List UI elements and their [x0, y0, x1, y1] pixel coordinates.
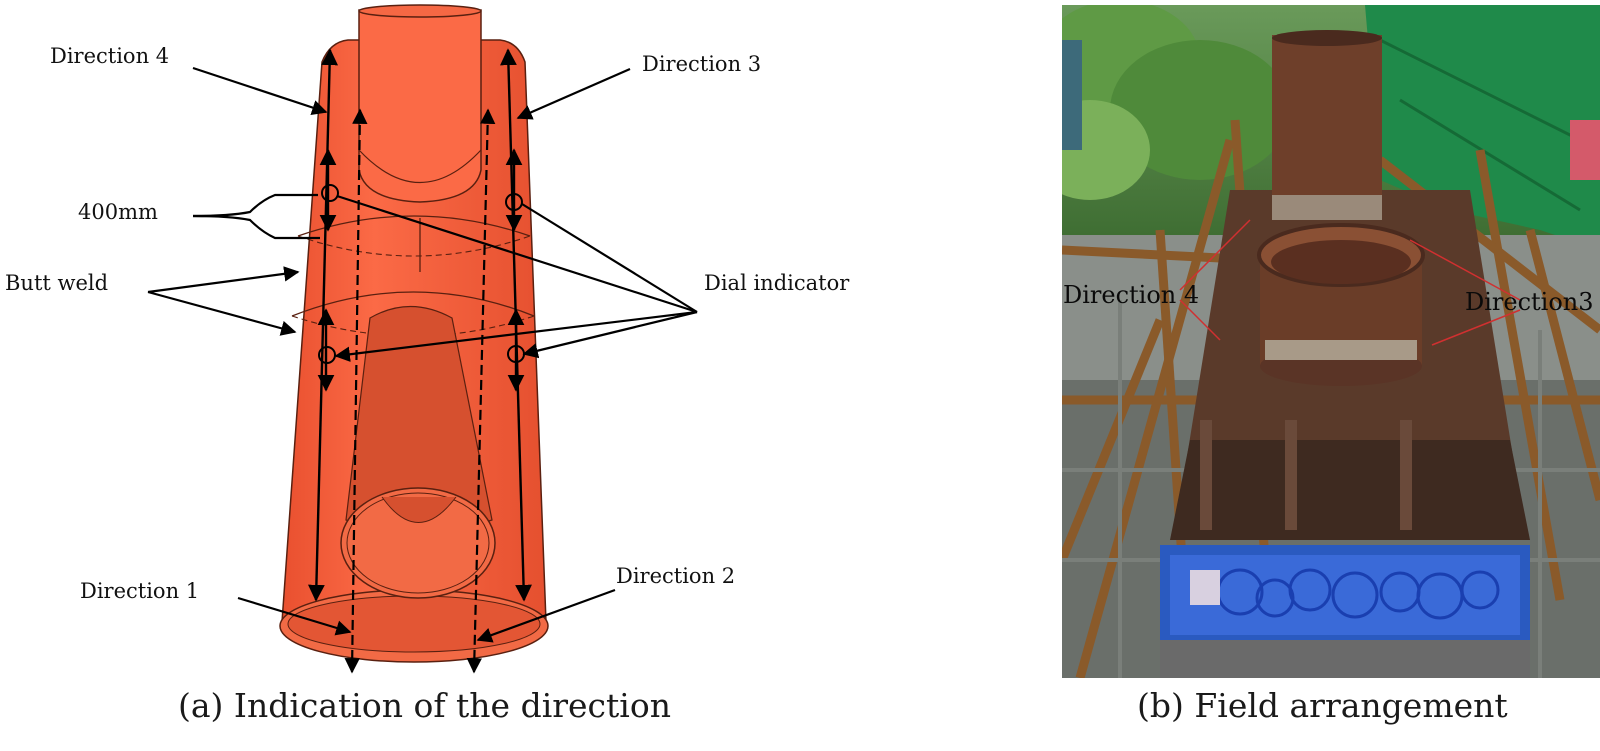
- panel-a-schematic: Direction 4 Direction 3 400mm Butt weld …: [5, 4, 850, 674]
- photo-label-direction-4: Direction 4: [1063, 281, 1199, 309]
- label-direction-2: Direction 2: [616, 564, 735, 588]
- caption-panel-b: (b) Field arrangement: [1137, 686, 1508, 725]
- label-direction-3: Direction 3: [642, 52, 761, 76]
- top-branch-pipe: [358, 9, 482, 203]
- label-direction-4: Direction 4: [50, 44, 169, 68]
- measurement-lines: [307, 48, 532, 602]
- panel-b-field-photo: Direction 4 Direction3: [1062, 5, 1600, 678]
- caption-panel-a: (a) Indication of the direction: [178, 686, 671, 725]
- label-spacing: 400mm: [78, 200, 158, 224]
- label-direction-1: Direction 1: [80, 579, 199, 603]
- label-butt-weld: Butt weld: [5, 271, 108, 295]
- leader-lines: [147, 66, 698, 643]
- photo-label-direction-3: Direction3: [1465, 288, 1594, 316]
- vertical-pipe: [1272, 35, 1382, 220]
- label-dial-indicator: Dial indicator: [704, 271, 850, 295]
